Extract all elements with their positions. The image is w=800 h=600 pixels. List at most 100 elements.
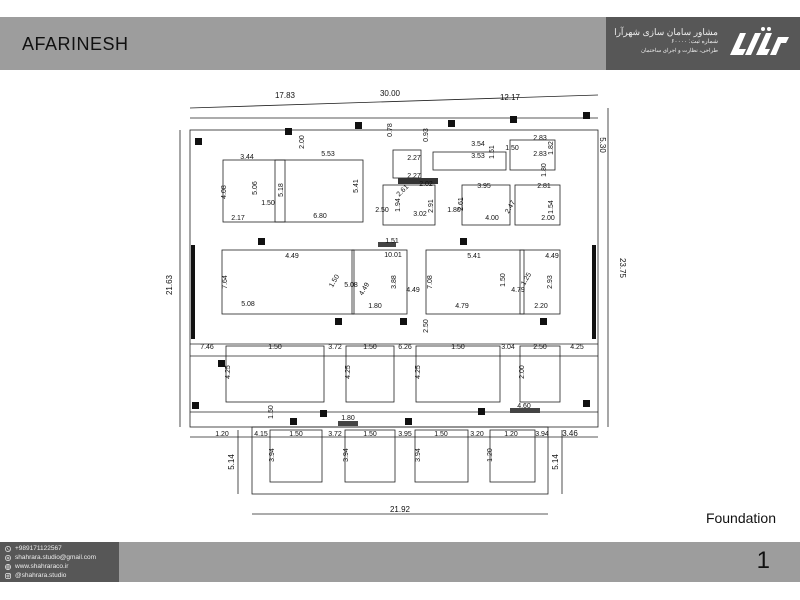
dimension-label: 1.50 bbox=[289, 431, 303, 438]
dimension-label: 4.25 bbox=[225, 365, 232, 379]
dimension-label: 5.41 bbox=[353, 179, 360, 193]
dimension-label: 3.94 bbox=[343, 448, 350, 462]
contact-phone[interactable]: +989171122567 bbox=[5, 544, 119, 553]
dim-right-top: 5.30 bbox=[598, 137, 607, 153]
dimension-label: 1.54 bbox=[548, 200, 555, 214]
dimension-label: 2.00 bbox=[541, 215, 555, 222]
dimension-label: 5.06 bbox=[252, 181, 259, 195]
dimension-label: 1.20 bbox=[487, 448, 494, 462]
web-icon bbox=[5, 563, 11, 570]
dimension-label: 1.50 bbox=[328, 274, 341, 289]
dim-stair-left: 5.14 bbox=[227, 454, 236, 470]
footing-room-4 bbox=[425, 249, 525, 315]
dimension-label: 4.25 bbox=[345, 365, 352, 379]
dimension-label: 4.49 bbox=[406, 287, 420, 294]
contact-web-text: www.shahraraco.ir bbox=[15, 563, 69, 570]
contact-instagram[interactable]: @shahrara.studio bbox=[5, 571, 119, 580]
dimension-label: 2.61 bbox=[458, 197, 465, 211]
dimension-label: 6.26 bbox=[398, 344, 412, 351]
dimension-label: 2.93 bbox=[547, 275, 554, 289]
dimension-label: 1.80 bbox=[341, 415, 355, 422]
dimension-label: 2.27 bbox=[407, 173, 421, 180]
dimension-label: 5.53 bbox=[321, 151, 335, 158]
dimension-label: 6.80 bbox=[313, 213, 327, 220]
dimension-label: 1.50 bbox=[268, 405, 275, 419]
instagram-icon bbox=[5, 572, 11, 579]
dimension-label: 4.25 bbox=[415, 365, 422, 379]
dimension-label: 4.79 bbox=[455, 303, 469, 310]
dim-overall-right: 23.75 bbox=[618, 258, 627, 279]
brand-text: مشاور سامان سازی شهرآرا شماره ثبت: ۶۰۰۰۰… bbox=[598, 27, 718, 55]
dimension-label: 1.50 bbox=[363, 344, 377, 351]
dim-overall-top: 30.00 bbox=[380, 89, 401, 98]
footing-room-1 bbox=[222, 159, 286, 223]
contact-web[interactable]: www.shahraraco.ir bbox=[5, 562, 119, 571]
brand-subtitle: طراحی، نظارت و اجرای ساختمان bbox=[640, 48, 718, 54]
plan-label: Foundation bbox=[705, 510, 776, 526]
page-title: AFARINESH bbox=[22, 34, 129, 54]
email-icon bbox=[5, 554, 11, 561]
dimension-label: 4.15 bbox=[254, 431, 268, 438]
foundation-plan-drawing: 17.83 30.00 12.17 21.63 23.75 5.30 3.46 … bbox=[165, 89, 627, 515]
page-number: 1 bbox=[756, 547, 770, 574]
dimension-label: 4.25 bbox=[570, 344, 584, 351]
dimension-label: 1.50 bbox=[434, 431, 448, 438]
dimension-label: 3.94 bbox=[269, 448, 276, 462]
dimension-label: 1.50 bbox=[261, 200, 275, 207]
dimension-label: 1.50 bbox=[363, 431, 377, 438]
dimension-label: 10.01 bbox=[384, 252, 402, 259]
dimension-label: 7.46 bbox=[200, 344, 214, 351]
dimension-label: 2.20 bbox=[534, 303, 548, 310]
dimension-label: 5.08 bbox=[344, 282, 358, 289]
dimension-label: 2.02 bbox=[419, 181, 433, 188]
dim-bottom-right: 3.46 bbox=[562, 429, 578, 438]
dimension-label: 3.54 bbox=[471, 141, 485, 148]
contact-list: +989171122567 shahrara.studio@gmail.com … bbox=[0, 542, 119, 582]
dimension-label: 1.50 bbox=[268, 344, 282, 351]
dimension-label: 1.80 bbox=[541, 163, 548, 177]
dimension-label: 1.80 bbox=[447, 207, 461, 214]
dimension-label: 2.91 bbox=[428, 199, 435, 213]
dimension-label: 4.60 bbox=[517, 403, 531, 410]
dimension-label: 1.80 bbox=[368, 303, 382, 310]
stair-extension-outline bbox=[251, 426, 549, 495]
dimension-label: 2.50 bbox=[533, 344, 547, 351]
contact-email[interactable]: shahrara.studio@gmail.com bbox=[5, 553, 119, 562]
dimension-label: 0.78 bbox=[387, 123, 394, 137]
dimension-label: 3.20 bbox=[470, 431, 484, 438]
dim-stair-right: 5.14 bbox=[551, 454, 560, 470]
dimension-label: 2.00 bbox=[519, 365, 526, 379]
dimension-label: 1.20 bbox=[215, 431, 229, 438]
dimension-label: 3.02 bbox=[413, 211, 427, 218]
dim-overall-left: 21.63 bbox=[165, 274, 174, 295]
dimension-label: 3.04 bbox=[501, 344, 515, 351]
dimension-label: 4.49 bbox=[285, 253, 299, 260]
dimension-label: 4.08 bbox=[221, 185, 228, 199]
dimension-label: 2.50 bbox=[423, 319, 430, 333]
dimension-label: 1.50 bbox=[505, 145, 519, 152]
dimension-label: 2.17 bbox=[231, 215, 245, 222]
dimension-label: 3.53 bbox=[471, 153, 485, 160]
footer-bar: +989171122567 shahrara.studio@gmail.com … bbox=[0, 542, 800, 582]
dimension-label: 1.51 bbox=[489, 145, 496, 159]
dimension-label: 4.49 bbox=[545, 253, 559, 260]
dimension-label: 7.08 bbox=[427, 275, 434, 289]
dimension-label: 3.72 bbox=[328, 344, 342, 351]
dimension-label: 1.50 bbox=[500, 273, 507, 287]
footing-room-3 bbox=[221, 249, 355, 315]
phone-icon bbox=[5, 545, 11, 552]
dimension-label: 5.08 bbox=[241, 301, 255, 308]
dimension-label: 2.61 bbox=[396, 184, 411, 199]
dimension-label: 3.94 bbox=[415, 448, 422, 462]
dimension-label: 1.20 bbox=[504, 431, 518, 438]
dimension-label: 4.00 bbox=[485, 215, 499, 222]
dimension-label: 4.79 bbox=[511, 287, 525, 294]
dimension-label: 2.81 bbox=[537, 183, 551, 190]
dimension-label: 0.93 bbox=[423, 128, 430, 142]
dimension-label: 1.25 bbox=[520, 272, 533, 287]
dimension-label: 1.82 bbox=[548, 141, 555, 155]
dimension-label: 3.94 bbox=[535, 431, 549, 438]
brand-logo-icon bbox=[730, 27, 789, 55]
dimension-label: 3.95 bbox=[398, 431, 412, 438]
dimension-label: 7.64 bbox=[222, 275, 229, 289]
